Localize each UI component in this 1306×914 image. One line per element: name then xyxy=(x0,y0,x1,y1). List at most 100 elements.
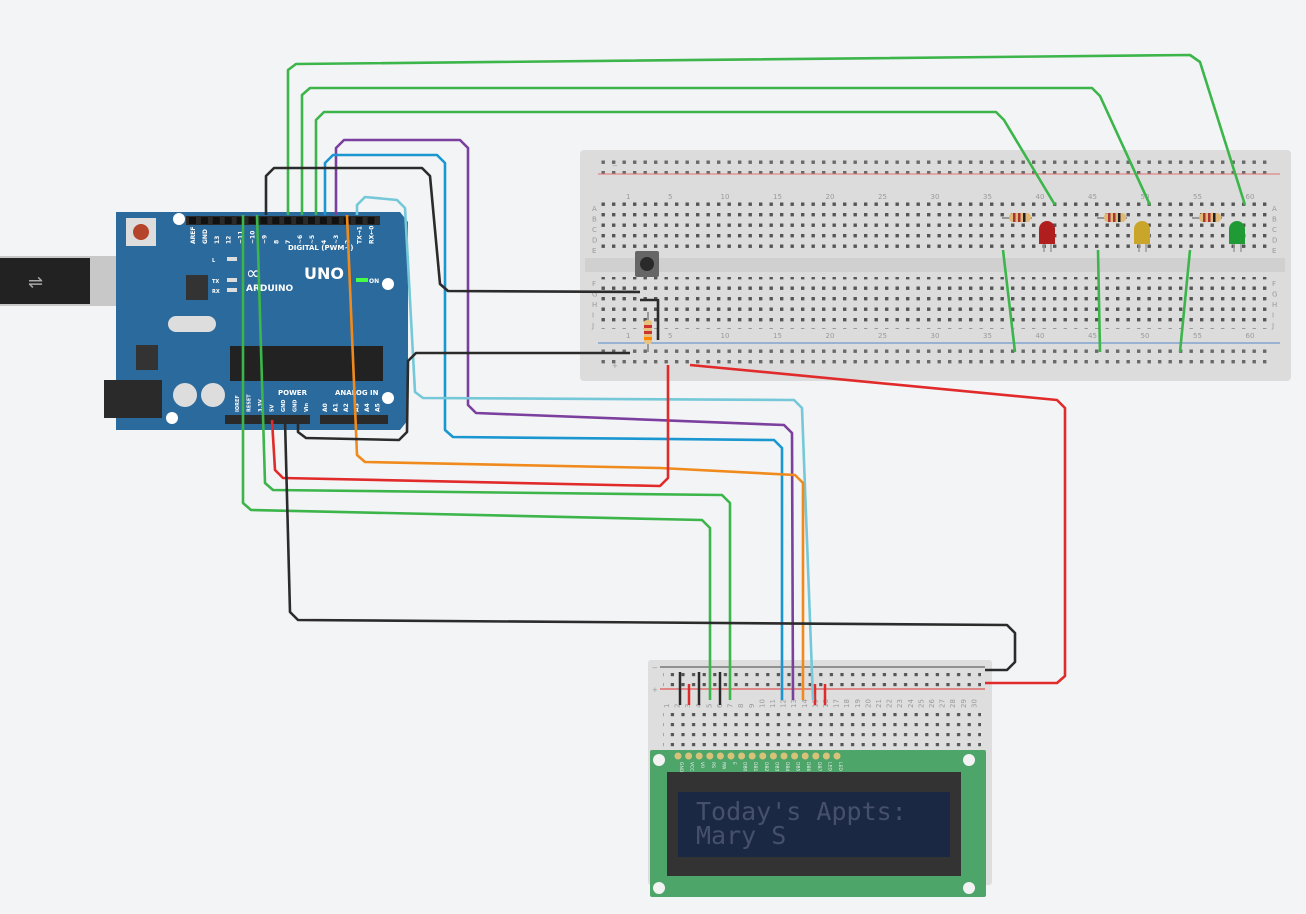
column-number: 35 xyxy=(983,193,992,201)
green-wire[interactable] xyxy=(255,214,732,700)
column-number: 30 xyxy=(931,332,940,340)
row-letter: E xyxy=(1272,247,1276,255)
lcd-pin[interactable] xyxy=(769,752,777,760)
header-pin[interactable] xyxy=(319,217,327,224)
lcd-pin-label: DB0 xyxy=(742,762,748,772)
header-pin[interactable] xyxy=(236,217,244,224)
header-pin[interactable] xyxy=(355,217,363,224)
column-number: 5 xyxy=(668,332,672,340)
header-pin[interactable] xyxy=(248,217,256,224)
lcd-pin[interactable] xyxy=(791,752,799,760)
power-pin-label: IOREF xyxy=(235,395,241,412)
orange-wire[interactable] xyxy=(345,214,805,700)
column-number: 10 xyxy=(721,193,730,201)
arduino-logo-text: ARDUINO xyxy=(246,284,294,294)
row-letter: G xyxy=(592,291,597,299)
header-pin[interactable] xyxy=(284,217,292,224)
lcd-pin[interactable] xyxy=(685,752,693,760)
column-number: 13 xyxy=(790,699,798,708)
black-wire[interactable] xyxy=(296,351,630,442)
lcd-pin[interactable] xyxy=(759,752,767,760)
lcd-pin[interactable] xyxy=(716,752,724,760)
power-pin-label: 3.3V xyxy=(258,399,264,412)
dc-jack xyxy=(104,380,162,418)
black-wire[interactable] xyxy=(283,419,1017,672)
analog-label: ANALOG IN xyxy=(335,389,379,397)
lcd-pin-label: GND xyxy=(678,762,684,773)
on-led-label: ON xyxy=(369,278,379,285)
digital-pin-label: 4 xyxy=(321,240,328,244)
lcd-pin-label: DB6 xyxy=(805,762,811,772)
led-yellow[interactable] xyxy=(1134,221,1150,244)
row-letter: B xyxy=(592,216,597,224)
black-wire[interactable] xyxy=(640,298,660,340)
column-number: 17 xyxy=(833,699,841,708)
column-number: 60 xyxy=(1246,193,1255,201)
row-letter: B xyxy=(1272,216,1277,224)
lcd-pin-label: DB2 xyxy=(763,762,769,772)
lcd-pin[interactable] xyxy=(695,752,703,760)
analog-pin-label: A5 xyxy=(375,403,382,412)
reset-button[interactable] xyxy=(133,224,149,240)
cyan-wire[interactable] xyxy=(355,195,815,701)
green-wire[interactable] xyxy=(1001,249,1017,353)
lcd-pin[interactable] xyxy=(833,752,841,760)
green-wire[interactable] xyxy=(241,215,712,700)
row-letter: A xyxy=(592,205,597,213)
lcd-pin[interactable] xyxy=(822,752,830,760)
column-number: 7 xyxy=(727,704,735,708)
small-rail-plus-label: + xyxy=(652,686,658,694)
row-letter: D xyxy=(1272,237,1277,245)
analog-pin-label: A0 xyxy=(322,403,329,412)
header-pin[interactable] xyxy=(260,217,268,224)
column-number: 26 xyxy=(928,699,936,708)
green-wire[interactable] xyxy=(1096,249,1102,353)
green-wire[interactable] xyxy=(1178,249,1192,353)
purple-wire[interactable] xyxy=(334,138,795,701)
green-wire[interactable] xyxy=(286,53,1247,215)
lcd-pin-label: DB4 xyxy=(784,762,790,772)
header-pin[interactable] xyxy=(212,217,220,224)
header-pin[interactable] xyxy=(189,217,196,224)
lcd-pin[interactable] xyxy=(812,752,820,760)
header-pin[interactable] xyxy=(272,217,280,224)
header-pin[interactable] xyxy=(308,217,315,224)
header-pin[interactable] xyxy=(224,217,232,224)
lcd-pin[interactable] xyxy=(706,752,714,760)
lcd-pin[interactable] xyxy=(748,752,756,760)
lcd-pin-label: LED xyxy=(826,762,832,771)
column-number: 30 xyxy=(931,193,940,201)
header-pin[interactable] xyxy=(200,217,208,224)
main-breadboard[interactable]: 1155101015152020252530303535404045455050… xyxy=(580,150,1291,381)
small-rail-minus-label: − xyxy=(652,664,658,672)
header-pin[interactable] xyxy=(367,217,375,224)
led-green[interactable] xyxy=(1229,221,1245,244)
pushbutton[interactable] xyxy=(635,251,659,277)
lcd-pin[interactable] xyxy=(674,752,682,760)
blue-wire[interactable] xyxy=(323,153,784,700)
green-wire[interactable] xyxy=(314,110,1057,215)
column-number: 4 xyxy=(695,703,703,708)
red-wire[interactable] xyxy=(270,365,670,488)
digital-pin-label: ~11 xyxy=(238,231,245,244)
power-pin-label: GND xyxy=(281,400,287,412)
atmega-chip xyxy=(230,346,383,381)
column-number: 25 xyxy=(878,193,887,201)
lcd-pin[interactable] xyxy=(801,752,809,760)
lcd-pin[interactable] xyxy=(780,752,788,760)
led-red[interactable] xyxy=(1039,221,1055,244)
green-wire[interactable] xyxy=(300,86,1152,215)
header-pin[interactable] xyxy=(331,217,339,224)
column-number: 45 xyxy=(1088,332,1097,340)
power-pin-label: RESET xyxy=(247,394,253,412)
red-wire[interactable] xyxy=(689,363,1067,685)
column-number: 29 xyxy=(960,699,968,708)
black-wire[interactable] xyxy=(264,166,641,294)
board-led-label: L xyxy=(212,258,216,264)
header-pin[interactable] xyxy=(296,217,304,224)
lcd-pin[interactable] xyxy=(738,752,746,760)
lcd-pin[interactable] xyxy=(727,752,735,760)
